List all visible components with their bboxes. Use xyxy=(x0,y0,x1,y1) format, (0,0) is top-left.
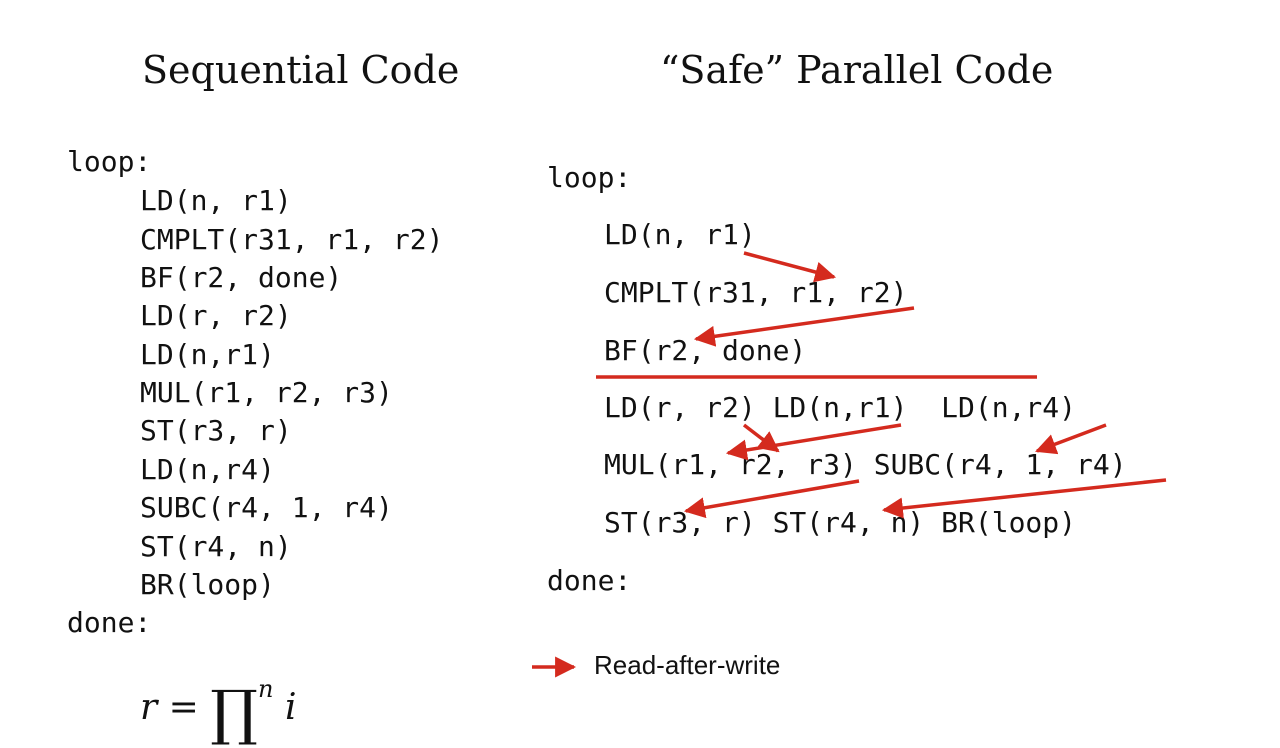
seq-code-line: CMPLT(r31, r1, r2) xyxy=(140,223,444,256)
legend-label: Read-after-write xyxy=(594,650,781,680)
product-operator: ∏ xyxy=(210,678,259,748)
raw-arrow-r4-subc xyxy=(1035,423,1107,455)
par-code-line: CMPLT(r31, r1, r2) xyxy=(604,276,908,309)
seq-code-line: SUBC(r4, 1, r4) xyxy=(140,491,393,524)
seq-done-label: done: xyxy=(67,606,152,639)
formula-upper-bound: n xyxy=(258,675,274,703)
seq-code-line: LD(n, r1) xyxy=(140,184,292,217)
raw-arrow-r1-mul xyxy=(725,423,902,461)
seq-code-line: MUL(r1, r2, r3) xyxy=(140,376,393,409)
par-code-line: LD(n, r1) xyxy=(604,218,756,251)
raw-arrow-r1 xyxy=(743,251,837,283)
parallel-code-title: “Safe” Parallel Code xyxy=(660,48,1054,92)
raw-arrow-r2-mul xyxy=(742,423,780,453)
formula-term: i xyxy=(284,687,297,728)
formula-lhs: r = xyxy=(140,687,199,728)
sequential-code-title: Sequential Code xyxy=(142,48,460,92)
par-loop-label: loop: xyxy=(547,161,632,194)
par-code-line: ST(r3, r) ST(r4, n) BR(loop) xyxy=(604,506,1077,539)
seq-code-line: LD(n,r1) xyxy=(140,338,275,371)
seq-code-line: LD(r, r2) xyxy=(140,299,292,332)
par-done-label: done: xyxy=(547,564,632,597)
product-formula: r = ∏n i xyxy=(140,664,297,748)
par-code-line: LD(r, r2) LD(n,r1) LD(n,r4) xyxy=(604,391,1077,424)
raw-arrow-r3-st xyxy=(683,479,860,519)
seq-loop-label: loop: xyxy=(67,145,152,178)
dependency-arrows xyxy=(532,251,1167,678)
seq-code-line: BR(loop) xyxy=(140,568,275,601)
par-code-line: BF(r2, done) xyxy=(604,334,807,367)
seq-code-line: BF(r2, done) xyxy=(140,261,343,294)
seq-code-line: LD(n,r4) xyxy=(140,453,275,486)
seq-code-line: ST(r3, r) xyxy=(140,414,292,447)
raw-arrow-r2 xyxy=(693,306,915,347)
seq-code-line: ST(r4, n) xyxy=(140,530,292,563)
raw-arrow-r4-st xyxy=(881,478,1167,519)
par-code-line: MUL(r1, r2, r3) SUBC(r4, 1, r4) xyxy=(604,448,1127,481)
